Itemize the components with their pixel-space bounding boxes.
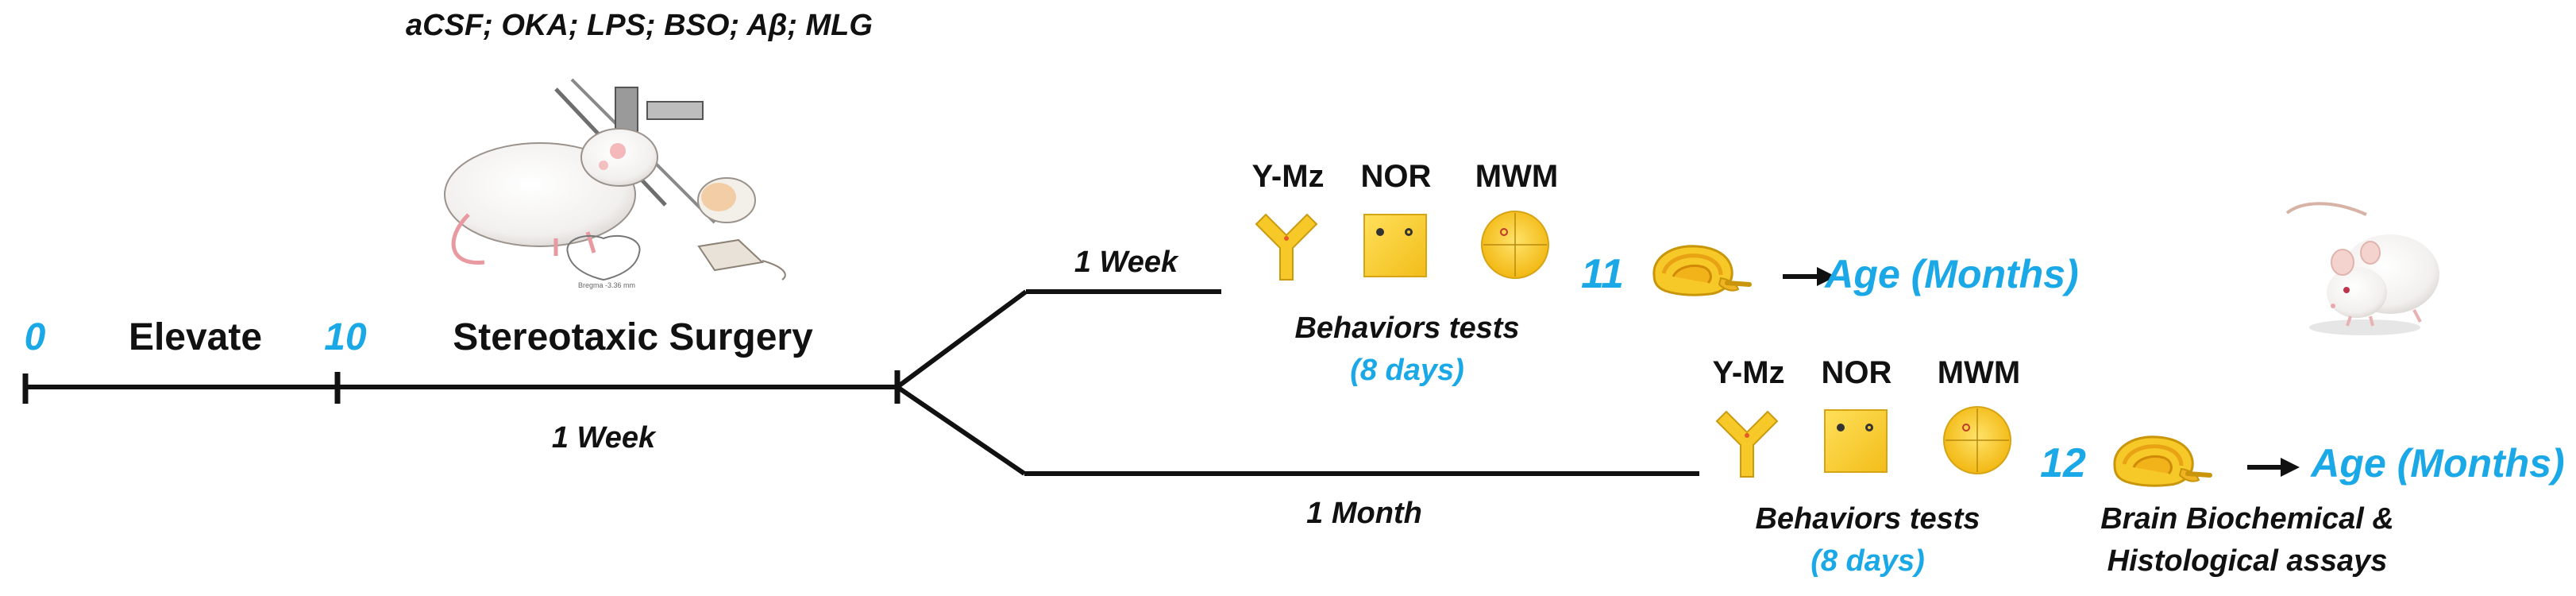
bottom-test-ymz-label: Y-Mz [1712, 355, 1784, 390]
top-behaviors-label: Behaviors tests [1294, 312, 1519, 345]
y-maze-icon [1716, 411, 1778, 478]
top-branch-interval: 1 Week [1074, 246, 1179, 279]
timeline-mid-number: 10 [324, 316, 367, 358]
rat-brain-icon [1654, 246, 1749, 295]
top-days-label: (8 days) [1350, 354, 1464, 387]
top-test-mwm-label: MWM [1475, 159, 1558, 194]
bottom-test-mwm-label: MWM [1938, 355, 2020, 390]
bottom-days-label: (8 days) [1811, 544, 1925, 578]
assay-label-line1: Brain Biochemical & [2100, 502, 2394, 536]
drugs-label: aCSF; OKA; LPS; BSO; Aβ; MLG [406, 9, 873, 42]
main-timeline [22, 289, 1699, 476]
surgery-label: Stereotaxic Surgery [453, 316, 813, 358]
y-maze-icon [1255, 214, 1317, 281]
elevate-label: Elevate [129, 316, 262, 358]
top-age-number: 11 [1581, 251, 1624, 297]
assay-label-line2: Histological assays [2107, 544, 2388, 578]
top-test-ymz-label: Y-Mz [1251, 159, 1324, 194]
white-rat-photo [2285, 202, 2439, 335]
mwm-pool-icon [1943, 406, 2011, 474]
rat-brain-icon [2115, 437, 2210, 486]
bottom-test-nor-label: NOR [1822, 355, 1892, 390]
timeline-start-number: 0 [25, 316, 46, 358]
top-age-label: Age (Months) [1823, 252, 2078, 296]
surgery-interval-label: 1 Week [552, 421, 657, 455]
bottom-age-label: Age (Months) [2309, 441, 2564, 486]
arrow-icon [1783, 267, 1836, 286]
top-test-nor-label: NOR [1361, 159, 1432, 194]
svg-text:Bregma -3.36 mm: Bregma -3.36 mm [578, 281, 635, 289]
bottom-branch-interval: 1 Month [1306, 497, 1422, 530]
rat-surgery-illustration: Bregma -3.36 mm [444, 78, 786, 289]
nor-box-icon [1363, 214, 1427, 277]
arrow-icon [2247, 458, 2300, 477]
bottom-behaviors-label: Behaviors tests [1755, 502, 1980, 536]
bottom-age-number: 12 [2040, 440, 2086, 486]
mwm-pool-icon [1481, 211, 1549, 279]
nor-box-icon [1824, 409, 1888, 473]
